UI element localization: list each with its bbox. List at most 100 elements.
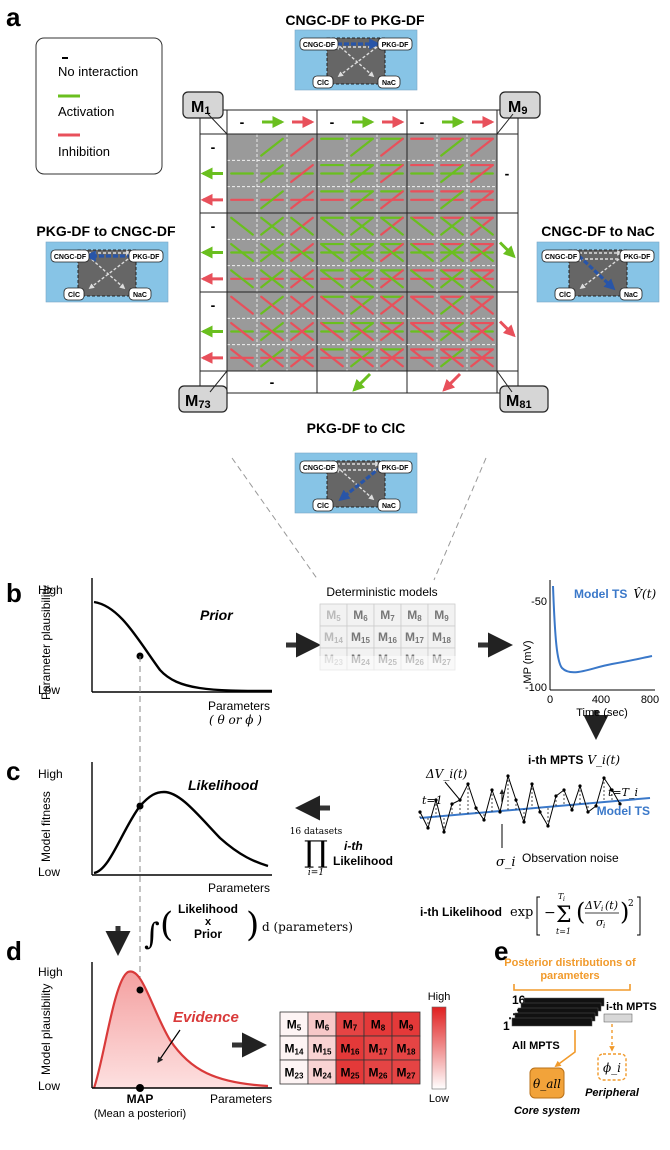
posterior-title2: parameters — [540, 970, 599, 982]
svg-text:2: 2 — [628, 899, 634, 909]
svg-text:(: ( — [576, 898, 585, 926]
model-cell-label: M7 — [380, 608, 395, 623]
model-cell — [391, 1011, 421, 1037]
tag-m81: M81 — [499, 385, 549, 413]
panel-label-c: c — [6, 756, 20, 786]
svg-text:∫: ∫ — [144, 917, 160, 952]
interaction-mark — [230, 295, 254, 315]
model-cell-label: M14 — [324, 630, 343, 645]
interaction-arrow — [352, 372, 372, 392]
interaction-mark — [320, 348, 344, 368]
model-cell-label: M15 — [313, 1041, 332, 1056]
panel-label-d: d — [6, 936, 22, 966]
interaction-mark — [290, 163, 314, 184]
model-cell-label: M25 — [341, 1065, 360, 1080]
svg-text:M81: M81 — [506, 393, 532, 411]
peripheral-label: Peripheral — [585, 1087, 640, 1099]
scale-low: Low — [429, 1093, 449, 1105]
model-cell-label: M17 — [405, 630, 424, 645]
model-cell-label: M6 — [315, 1017, 330, 1032]
panel-label-e: e — [494, 936, 508, 966]
interaction-mark — [350, 269, 374, 289]
svg-text:): ) — [246, 905, 259, 945]
interaction-mark — [290, 242, 314, 263]
interaction-mark — [320, 269, 344, 289]
topo-node-label: NaC — [133, 292, 147, 299]
topo-node-label: PKG-DF — [382, 465, 410, 472]
ts-ytick-100: -100 — [525, 682, 547, 694]
interaction-mark — [380, 216, 404, 236]
model-cell-label: M8 — [407, 608, 422, 623]
tag-m1: M1 — [182, 91, 224, 119]
model-ts-label: Model TS — [597, 804, 650, 818]
model-cell-label: M18 — [432, 630, 451, 645]
lik-formula-label: i-th Likelihood — [420, 905, 502, 919]
interaction-mark — [230, 321, 254, 342]
interaction-mark — [380, 269, 404, 289]
lik-y-label: Model fitness — [39, 791, 53, 862]
interaction-mark — [350, 163, 374, 184]
svg-text:ΔV: ΔV — [584, 899, 602, 912]
prior-title: Prior — [200, 607, 234, 623]
interaction-mark — [380, 137, 404, 157]
prod-bottom: i=1 — [308, 868, 324, 878]
lik-curve — [93, 790, 269, 875]
no-interaction-mark: - — [420, 114, 425, 130]
data-point — [562, 788, 566, 792]
panel-label-a: a — [6, 2, 21, 32]
svg-text:): ) — [620, 898, 629, 926]
model-cell-label: M8 — [371, 1017, 386, 1032]
no-interaction-mark: - — [505, 166, 510, 182]
data-point — [498, 810, 502, 814]
interaction-mark — [320, 216, 344, 236]
model-cell-label: M9 — [434, 608, 449, 623]
prior-y-label: Parameter plausibility — [39, 585, 53, 700]
interaction-mark — [320, 321, 344, 342]
topo-node-label: ClC — [317, 80, 329, 87]
model-cell-label: M6 — [353, 608, 368, 623]
evid-point-top — [136, 986, 144, 994]
prior-x-label: Parameters — [208, 699, 270, 713]
model-ts-line — [419, 797, 651, 819]
det-models-title: Deterministic models — [326, 585, 437, 599]
posterior-panel: Posterior distributions of parameters 16… — [503, 957, 657, 1117]
ts-xtick-800: 800 — [641, 694, 659, 706]
ts-curve — [552, 585, 653, 674]
interaction-mark — [260, 190, 284, 210]
evid-high: High — [38, 965, 63, 979]
topo-title-bottom: PKG-DF to ClC — [307, 420, 406, 436]
data-point — [530, 782, 534, 786]
interaction-mark — [230, 216, 254, 236]
interaction-mark — [410, 295, 434, 315]
svg-text:t=1: t=1 — [556, 927, 571, 936]
tag-m73: M73 — [178, 385, 228, 413]
interaction-mark — [230, 242, 254, 263]
interaction-mark — [410, 348, 434, 368]
ts-ytick-50: -50 — [531, 596, 547, 608]
int-mid: x — [205, 916, 212, 928]
interaction-mark — [290, 190, 314, 210]
evidence-label: Evidence — [173, 1009, 239, 1026]
topo-node — [128, 249, 164, 263]
data-point — [610, 788, 614, 792]
scale-high: High — [428, 991, 451, 1003]
interaction-mark — [230, 348, 254, 368]
svg-text:σ: σ — [596, 916, 604, 929]
panel-label-b: b — [6, 578, 22, 608]
prod-symbol: ∏ — [304, 835, 328, 870]
svg-text:T: T — [558, 892, 564, 901]
lik-title: Likelihood — [188, 777, 258, 793]
topo-node-label: ClC — [559, 292, 571, 299]
prod-label1: i-th — [344, 839, 363, 853]
model-cell-label: M5 — [326, 608, 341, 623]
interaction-mark — [470, 321, 494, 342]
svg-text:M1: M1 — [191, 99, 210, 117]
int-bottom: Prior — [194, 927, 222, 941]
model-cell-label: M9 — [399, 1017, 414, 1032]
topo-node — [377, 460, 413, 474]
no-interaction-mark: - — [211, 139, 216, 155]
topo-node-label: CNGC-DF — [303, 465, 336, 472]
topo-node-label: PKG-DF — [624, 254, 652, 261]
data-point — [546, 824, 550, 828]
